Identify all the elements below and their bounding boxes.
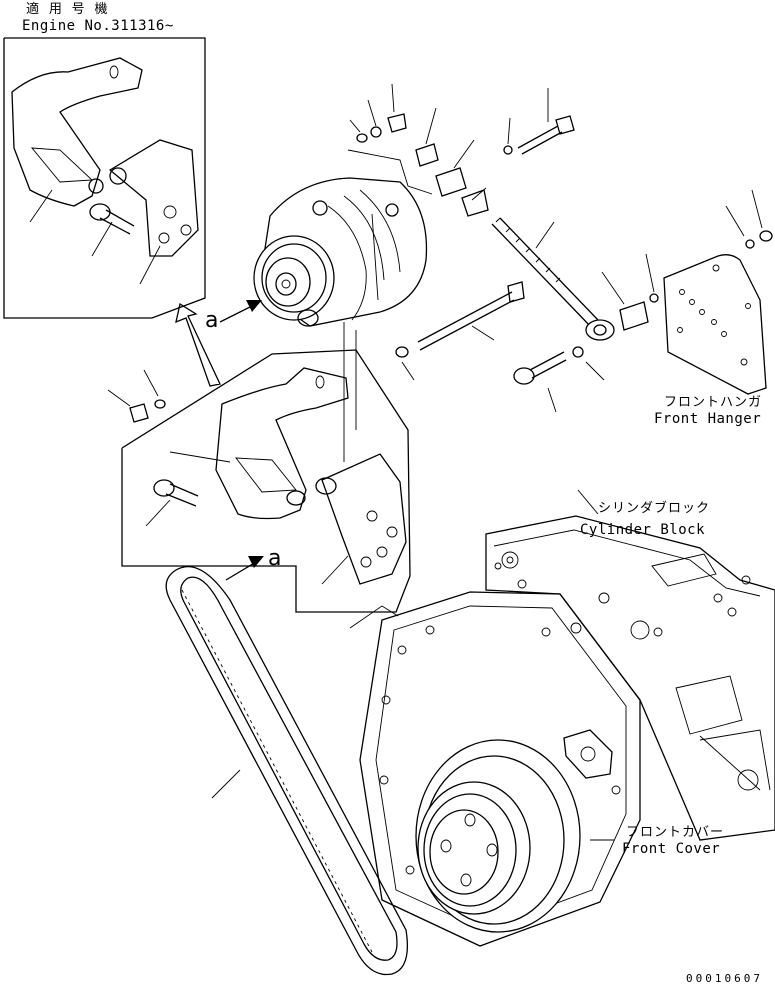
front-hanger-plate [663, 189, 773, 395]
front-cover-en-label: Front Cover [622, 841, 721, 857]
view-marker-upper: a [205, 308, 219, 333]
front-cover [349, 591, 641, 947]
applicable-models-label: 適 用 号 機 [26, 2, 109, 17]
front-hanger-jp-label: フロントハンガ [664, 395, 763, 410]
cylinder-block-jp-label: シリンダブロック [598, 501, 711, 516]
bracket-cluster [107, 300, 411, 613]
drawing-code: 00010607 [686, 972, 763, 985]
long-bolt [395, 281, 525, 381]
view-marker-lower: a [268, 546, 282, 571]
v-belt [165, 565, 409, 976]
front-hanger-en-label: Front Hanger [654, 411, 762, 427]
small-bolt [513, 346, 605, 413]
engine-number-label: Engine No.311316~ [22, 18, 174, 34]
alternator [253, 177, 428, 327]
cylinder-block [485, 489, 775, 841]
front-cover-jp-label: フロントカバー [626, 825, 725, 840]
inset-box [3, 37, 206, 319]
adjust-rod [491, 217, 659, 341]
hardware-fasteners [347, 83, 575, 217]
cylinder-block-en-label: Cylinder Block [580, 522, 706, 538]
